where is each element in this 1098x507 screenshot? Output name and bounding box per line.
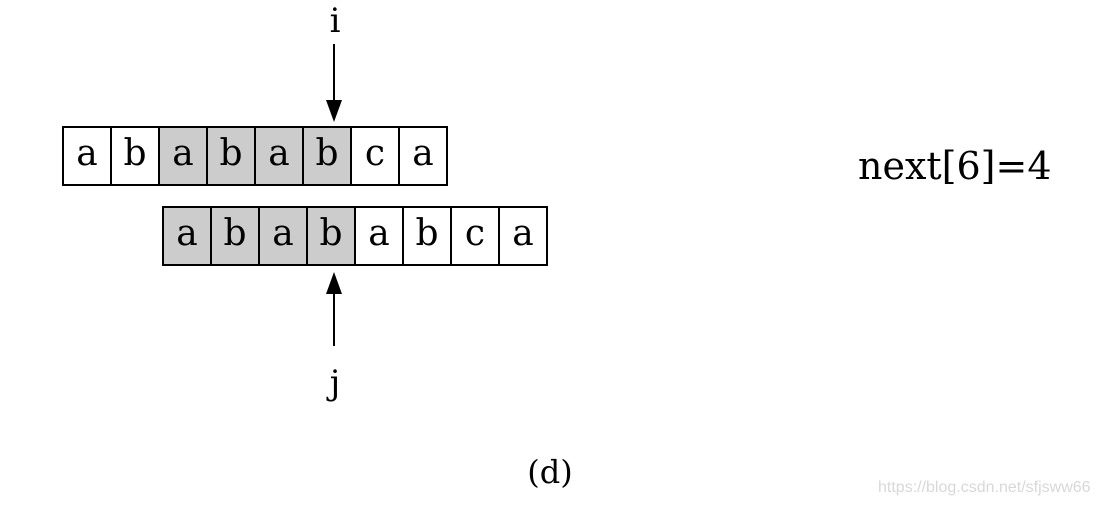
pattern-row-cell: c — [450, 206, 500, 266]
text-row-cell: c — [350, 126, 400, 186]
pattern-row-cell: a — [354, 206, 404, 266]
text-row-cell: a — [158, 126, 208, 186]
figure-caption: (d) — [527, 453, 573, 491]
pointer-j-label: j — [329, 363, 341, 403]
watermark-url: https://blog.csdn.net/sfjsww66 — [878, 479, 1091, 496]
arrow-head — [326, 100, 342, 122]
arrow-shaft — [333, 292, 335, 346]
pattern-row-cell: b — [210, 206, 260, 266]
pattern-row-cell: a — [498, 206, 548, 266]
pattern-row-cell: b — [402, 206, 452, 266]
pattern-row-cell: a — [258, 206, 308, 266]
arrow-shaft — [333, 44, 335, 102]
pattern-row-cell: b — [306, 206, 356, 266]
pointer-i-label: i — [329, 1, 341, 41]
text-row-cell: a — [62, 126, 112, 186]
text-row-cell: b — [206, 126, 256, 186]
pattern-row-cell: a — [162, 206, 212, 266]
next-array-value: next[6]=4 — [858, 144, 1052, 188]
text-row-cell: a — [254, 126, 304, 186]
arrow-head — [326, 272, 342, 294]
text-row-cell: a — [398, 126, 448, 186]
text-row-cell: b — [302, 126, 352, 186]
text-row-cell: b — [110, 126, 160, 186]
